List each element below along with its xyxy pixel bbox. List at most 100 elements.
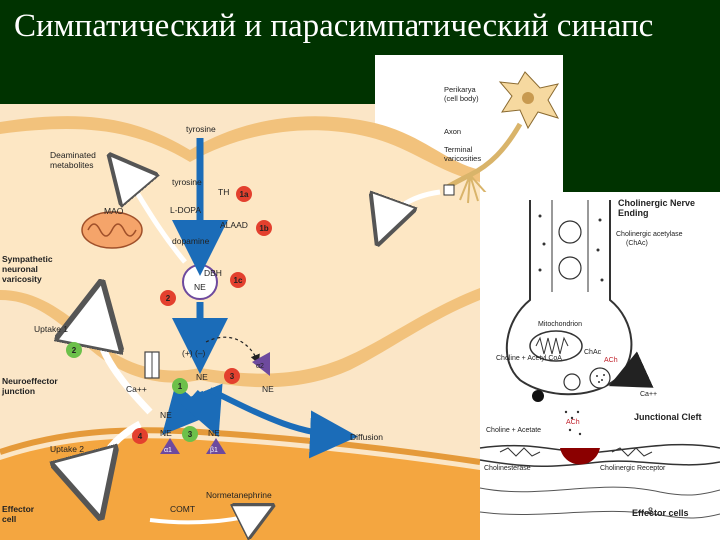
- label-ne-presynaptic: NE: [262, 384, 274, 394]
- label-alpha2: α2: [256, 363, 264, 370]
- label-effector-cells: Effector cells: [632, 508, 689, 518]
- label-terminal: Terminal: [444, 145, 473, 154]
- label-effector: Effector: [2, 504, 35, 514]
- badge-1-green-label: 1: [178, 382, 183, 391]
- badge-3-green-label: 3: [188, 430, 193, 439]
- label-ne-junction: NE: [160, 410, 172, 420]
- label-tyrosine-top: tyrosine: [186, 124, 216, 134]
- label-cholinergic-ca: Ca++: [640, 391, 657, 398]
- label-tyrosine: tyrosine: [172, 177, 202, 187]
- axon-inner-lines: [551, 200, 589, 292]
- sympathetic-panel: Deaminated metabolites MAO Sympathetic n…: [0, 55, 563, 540]
- beta1-receptor: [206, 438, 226, 454]
- axon-vesicle-1: [558, 220, 582, 244]
- label-uptake2: Uptake 2: [50, 444, 84, 454]
- badge-1a: [236, 186, 252, 202]
- label-mao: MAO: [104, 206, 124, 216]
- cholinergic-mitochondrion: [529, 330, 583, 362]
- label-sympathetic: Sympathetic: [2, 254, 53, 264]
- label-deaminated: Deaminated: [50, 150, 96, 160]
- terminal-varicosity: [443, 184, 455, 196]
- cholinergic-cristae: [535, 336, 569, 355]
- label-dbh: DBH: [204, 268, 222, 278]
- calcium-arrow: [608, 351, 654, 388]
- badge-3-red-label: 3: [230, 372, 235, 381]
- label-junction: junction: [1, 386, 35, 396]
- label-uptake1: Uptake 1: [34, 324, 68, 334]
- ach-receptor: [560, 448, 600, 465]
- ach-vesicle-1: [589, 367, 611, 389]
- label-choline-acetate: Choline + Acetate: [486, 427, 541, 434]
- neuron-inset: Perikarya (cell body) Axon Terminal vari…: [443, 71, 560, 204]
- alpha2-receptor: [252, 352, 270, 376]
- label-neuroeffector: Neuroeffector: [2, 376, 58, 386]
- neuron-nucleus: [522, 92, 534, 104]
- cholinesterase-marks: [499, 447, 653, 457]
- label-ne-alpha: NE: [160, 428, 172, 438]
- label-diffusion: Diffusion: [350, 432, 383, 442]
- label-neuronal: neuronal: [2, 264, 38, 274]
- badge-1c-label: 1c: [234, 276, 243, 285]
- label-beta1: β1: [210, 447, 218, 454]
- axon-vesicle-2: [558, 256, 582, 280]
- label-feedback: (+) (–): [182, 348, 206, 358]
- mitochondrion-cristae: [87, 223, 137, 237]
- label-reaction: Choline + Acetyl CoA: [496, 355, 562, 362]
- label-ne-beta: NE: [208, 428, 220, 438]
- effector-fibers: [479, 486, 720, 519]
- label-th: TH: [218, 187, 229, 197]
- label-metabolites: metabolites: [50, 160, 93, 170]
- comt-arrow: [149, 510, 264, 522]
- inset-connector-arrow: [382, 189, 441, 232]
- label-normetanephrine: Normetanephrine: [206, 490, 272, 500]
- badge-1-green: [172, 378, 188, 394]
- label-alaad: ALAAD: [220, 220, 248, 230]
- label-dopamine: dopamine: [172, 236, 210, 246]
- slide-title: Симпатический и парасимпатический синапс: [14, 8, 654, 44]
- label-cholinesterase: Cholinesterase: [484, 465, 531, 472]
- deamination-arrow: [118, 165, 187, 264]
- label-dopa: L-DOPA: [170, 205, 201, 215]
- ne-to-beta-arrow: [178, 383, 223, 438]
- label-axon: Axon: [444, 127, 461, 136]
- label-chat-abbr: (ChAc): [626, 240, 648, 247]
- feedback-arc: [205, 336, 260, 365]
- label-junctional-cleft: Junctional Cleft: [634, 412, 702, 422]
- badge-2-green-label: 2: [72, 346, 77, 355]
- badge-2-red-label: 2: [166, 294, 171, 303]
- label-mitochondrion: Mitochondrion: [538, 321, 582, 328]
- badge-3-green: [182, 426, 198, 442]
- cholinergic-title-1: Cholinergic Nerve: [618, 198, 695, 208]
- ach-cleft-dots: [564, 410, 582, 436]
- badge-2-green: [66, 342, 82, 358]
- label-varicosity: varicosity: [2, 274, 42, 284]
- ach-vesicle-2: [563, 373, 581, 391]
- label-alpha1: α1: [164, 447, 172, 454]
- label-cell-body: (cell body): [444, 94, 479, 103]
- badge-4-label: 4: [138, 432, 143, 441]
- page-number: 8: [648, 506, 653, 516]
- badge-1b: [256, 220, 272, 236]
- postsynaptic-membrane-2: [479, 459, 720, 467]
- label-chat: Cholinergic acetylase: [616, 231, 683, 238]
- axon-dots: [538, 214, 604, 282]
- label-perikarya: Perikarya: [444, 85, 477, 94]
- alpha1-receptor: [160, 438, 180, 454]
- label-receptor: Cholinergic Receptor: [600, 465, 666, 472]
- label-ach-vesicle: ACh: [604, 357, 618, 364]
- label-chac: ChAc: [584, 349, 602, 356]
- uptake1-arrow: [96, 300, 153, 415]
- cholinergic-background: [480, 192, 720, 540]
- cholinergic-title-2: Ending: [618, 208, 649, 218]
- presynaptic-black-dot: [532, 390, 544, 402]
- vesicle-dots: [596, 374, 605, 383]
- synapse-figure: Deaminated metabolites MAO Sympathetic n…: [0, 55, 720, 540]
- label-ca: Ca++: [126, 384, 147, 394]
- cholinergic-panel: Cholinergic Nerve Ending Cholinergic ace…: [479, 192, 720, 540]
- label-ne-cleft: NE: [196, 372, 208, 382]
- badge-4: [132, 428, 148, 444]
- badge-1a-label: 1a: [240, 190, 249, 199]
- cholinergic-axon: [505, 200, 633, 396]
- badge-2-red: [160, 290, 176, 306]
- label-cell: cell: [2, 514, 16, 524]
